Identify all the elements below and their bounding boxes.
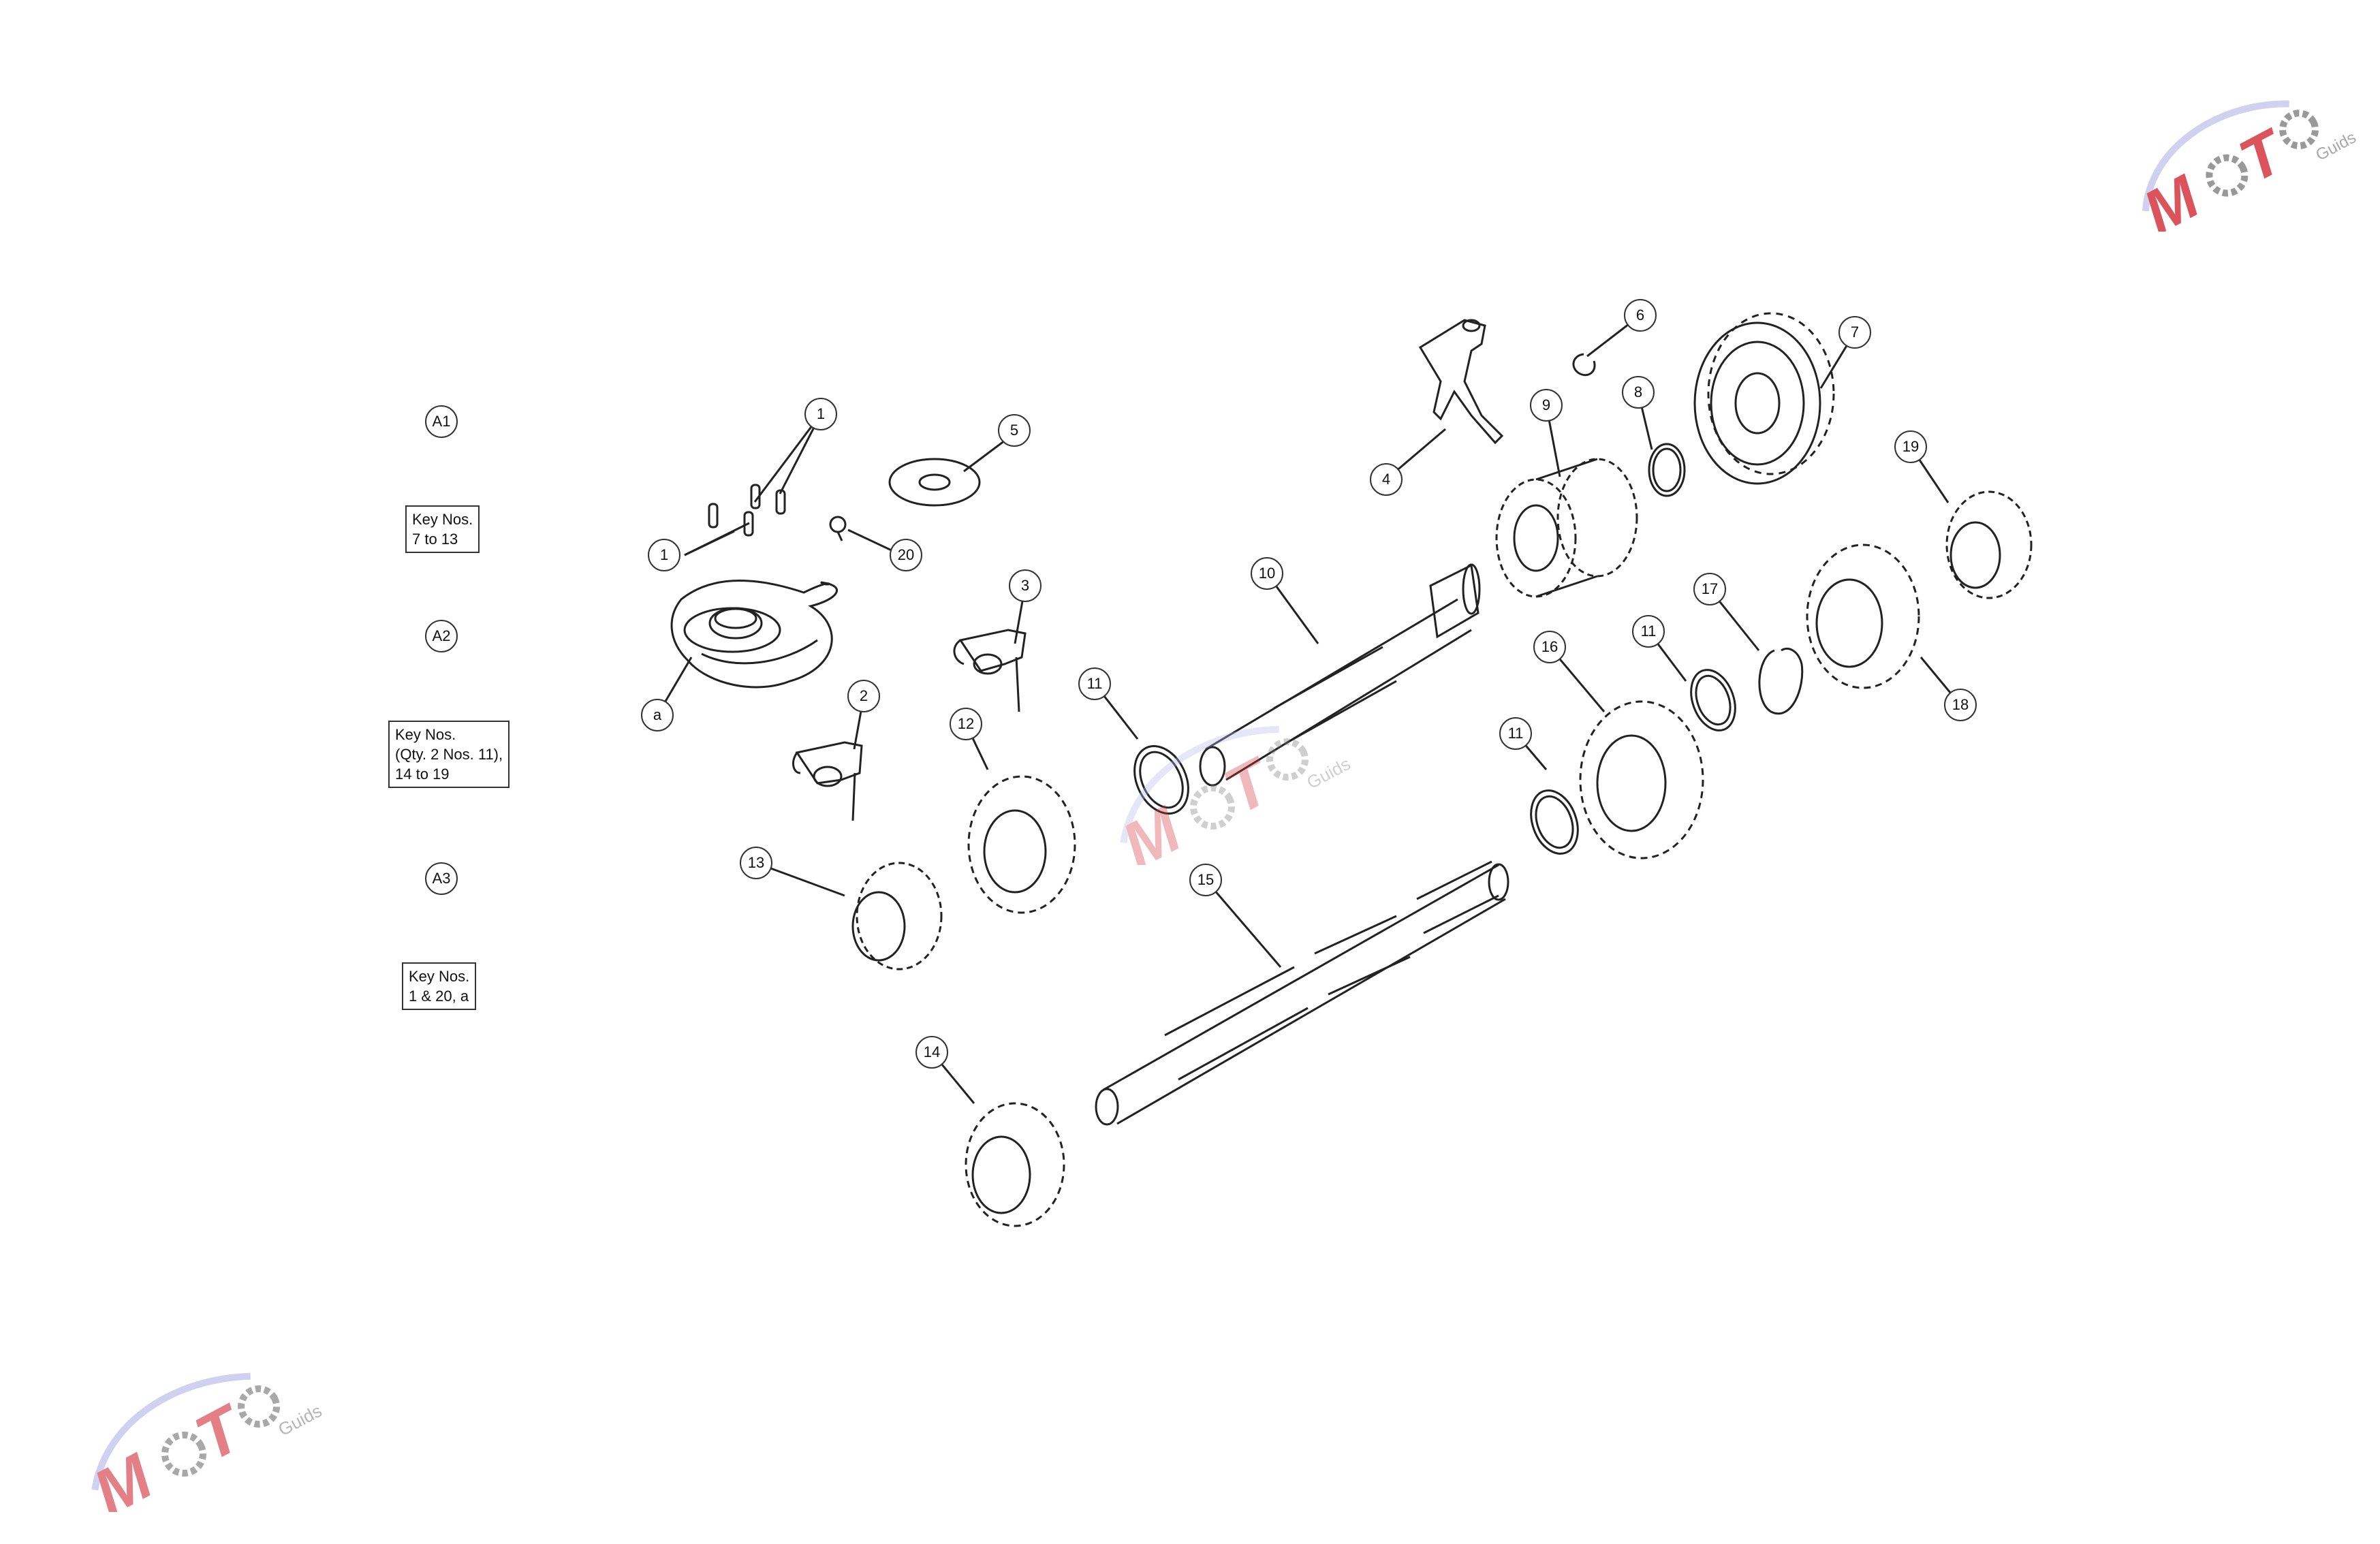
section-tag-a2: A2 bbox=[425, 620, 458, 652]
callout-11-left: 11 bbox=[1078, 667, 1111, 700]
key-box-a1-line-1: Key Nos. bbox=[412, 511, 473, 528]
svg-text:T: T bbox=[1213, 744, 1286, 828]
callout-20: 20 bbox=[890, 539, 922, 571]
callout-14: 14 bbox=[915, 1036, 948, 1069]
watermark-logo-top-right: M T Guids bbox=[2133, 100, 2359, 232]
callout-10: 10 bbox=[1251, 557, 1283, 590]
callout-5: 5 bbox=[998, 414, 1031, 447]
callout-19: 19 bbox=[1894, 430, 1927, 463]
callout-3: 3 bbox=[1009, 569, 1042, 602]
callout-11-right: 11 bbox=[1632, 615, 1665, 648]
svg-text:M: M bbox=[1111, 793, 1193, 865]
svg-text:M: M bbox=[2133, 162, 2211, 232]
callout-11-middle: 11 bbox=[1499, 717, 1532, 750]
key-box-a1: Key Nos. 7 to 13 bbox=[405, 505, 480, 553]
callout-1-bottom: 1 bbox=[648, 539, 680, 571]
svg-text:T: T bbox=[185, 1391, 257, 1475]
callout-16: 16 bbox=[1533, 631, 1566, 663]
key-box-a3-line-1: Key Nos. bbox=[409, 968, 470, 985]
callout-15: 15 bbox=[1189, 864, 1222, 896]
callout-12: 12 bbox=[950, 708, 982, 740]
callout-4: 4 bbox=[1370, 463, 1403, 496]
key-box-a2: Key Nos. (Qty. 2 Nos. 11), 14 to 19 bbox=[388, 721, 510, 788]
callout-1-top: 1 bbox=[804, 398, 837, 430]
section-tag-a3: A3 bbox=[425, 862, 458, 895]
callout-6: 6 bbox=[1624, 299, 1657, 332]
callout-8: 8 bbox=[1622, 376, 1655, 409]
key-box-a3-line-2: 1 & 20, a bbox=[409, 988, 469, 1005]
callout-a: a bbox=[641, 699, 674, 731]
key-box-a1-line-2: 7 to 13 bbox=[412, 531, 458, 548]
svg-text:Guids: Guids bbox=[275, 1400, 325, 1440]
key-box-a3: Key Nos. 1 & 20, a bbox=[402, 962, 477, 1010]
watermark-logo-bottom-left: M T Guids bbox=[82, 1372, 325, 1512]
svg-text:M: M bbox=[82, 1440, 165, 1512]
key-box-a2-line-2: (Qty. 2 Nos. 11), bbox=[395, 746, 503, 763]
callout-7: 7 bbox=[1838, 316, 1871, 349]
callout-2: 2 bbox=[847, 680, 880, 712]
callout-18: 18 bbox=[1944, 689, 1977, 721]
svg-text:Guids: Guids bbox=[1303, 753, 1353, 793]
svg-text:Guids: Guids bbox=[2313, 128, 2359, 164]
watermark-logo-center: M T Guids bbox=[1111, 725, 1353, 865]
callout-17: 17 bbox=[1693, 573, 1726, 605]
key-box-a2-line-1: Key Nos. bbox=[395, 726, 456, 743]
key-box-a2-line-3: 14 to 19 bbox=[395, 766, 450, 783]
section-tag-a1: A1 bbox=[425, 405, 458, 438]
callout-9: 9 bbox=[1530, 389, 1563, 422]
callout-13: 13 bbox=[740, 847, 772, 879]
